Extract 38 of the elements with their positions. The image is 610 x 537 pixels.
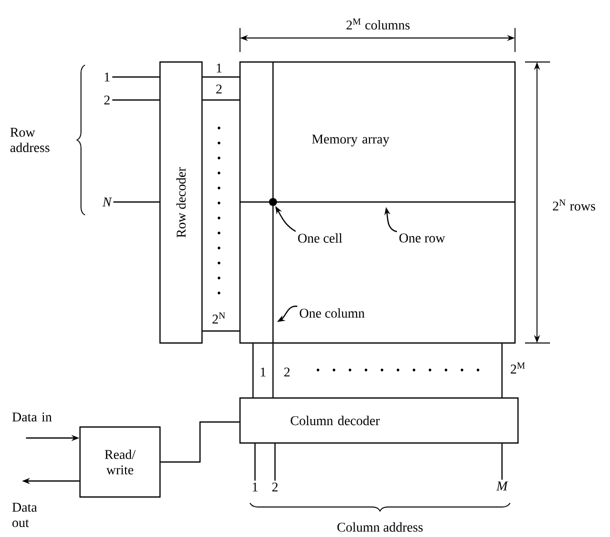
label: 2$^{M}$	[510, 362, 525, 374]
line-number: 1	[252, 482, 258, 492]
wire	[202, 76, 240, 78]
label: 1	[260, 368, 266, 376]
line-number: 2	[104, 96, 110, 104]
label: 2	[284, 368, 290, 376]
wire	[272, 344, 274, 398]
cell-dot	[269, 198, 277, 206]
label: Row address	[10, 128, 50, 152]
label: 2	[216, 84, 222, 94]
decoder-box: Column decoder	[239, 397, 519, 444]
line-number: 2	[272, 482, 278, 492]
wire	[112, 99, 160, 101]
read-write-box: Read/ write	[79, 426, 161, 498]
wire	[274, 444, 276, 481]
wire	[254, 444, 256, 481]
wire	[501, 444, 503, 480]
wire	[252, 344, 254, 398]
wire	[202, 330, 240, 332]
label: 1	[216, 64, 222, 72]
wire	[112, 76, 160, 78]
label: Column address	[337, 522, 423, 532]
decoder-box: Row decoder	[159, 61, 203, 344]
line-number: N	[102, 198, 112, 206]
annotation-text: One column	[300, 308, 365, 318]
label: 2$^{N}$	[212, 312, 226, 324]
annotation-text: One row	[399, 234, 446, 242]
wire	[113, 201, 160, 203]
line-number: 1	[104, 72, 110, 82]
wire	[160, 421, 240, 463]
signal-label: Data in	[12, 412, 52, 422]
label: 2$^{N}$ rows	[552, 199, 596, 211]
annotation-text: One cell	[298, 233, 342, 243]
label: 2$^{M}$ columns	[346, 18, 410, 30]
signal-label: Data out	[12, 502, 37, 528]
wire	[202, 99, 240, 101]
wire	[501, 344, 503, 398]
line-number: M	[496, 482, 508, 490]
